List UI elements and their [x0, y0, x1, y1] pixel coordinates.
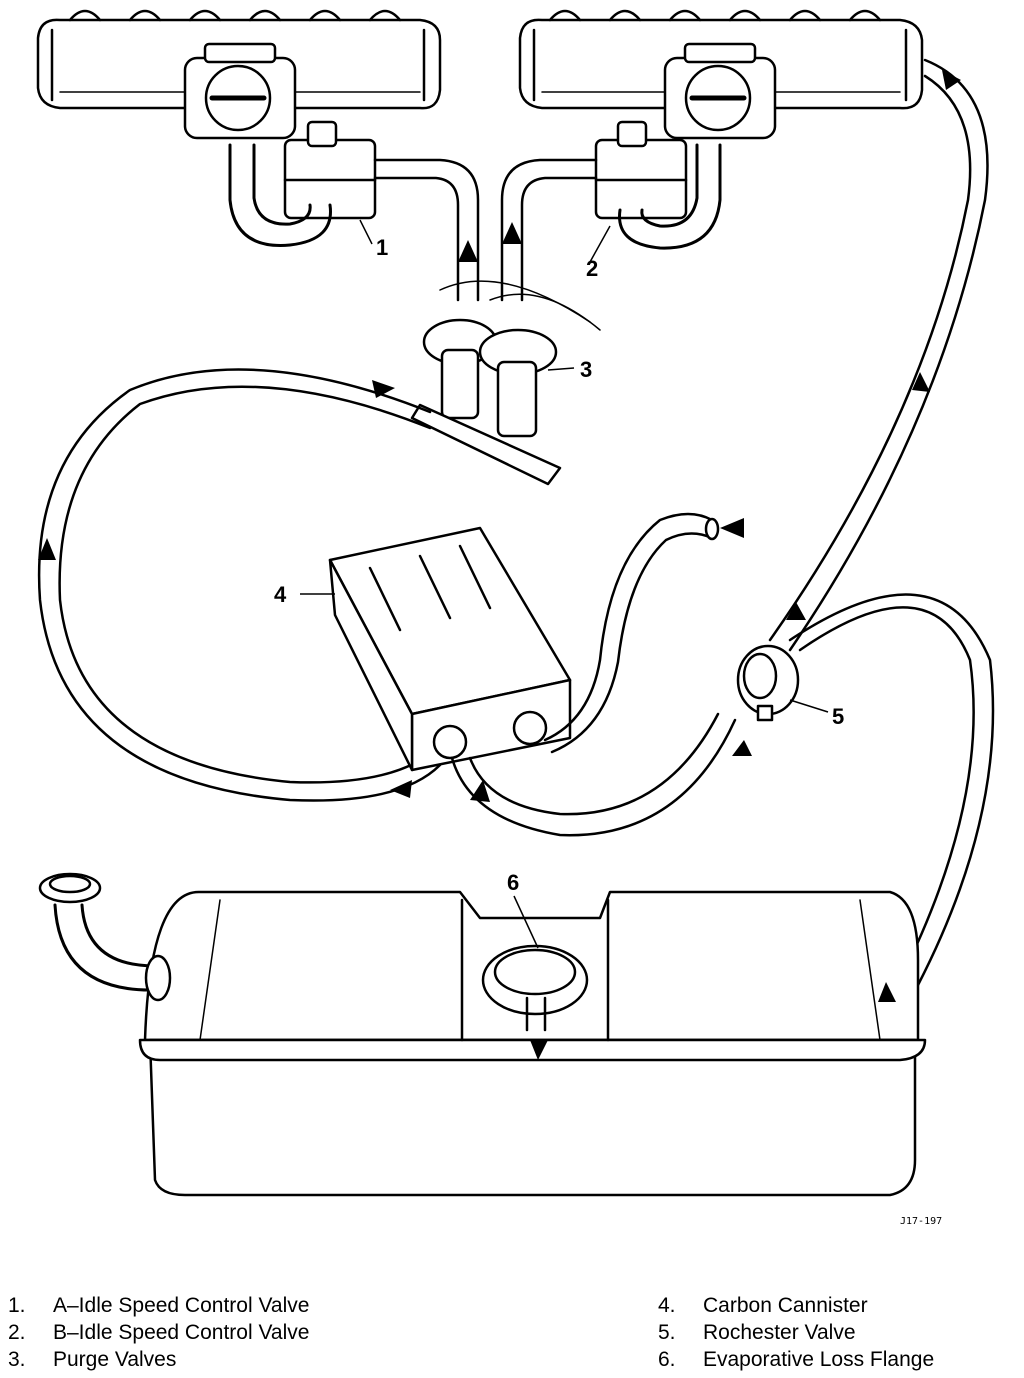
flow-arrow [458, 240, 478, 262]
flow-arrow [732, 740, 752, 756]
legend-number: 3. [8, 1348, 26, 1371]
legend-label: Rochester Valve [703, 1321, 856, 1344]
legend-label: Evaporative Loss Flange [703, 1348, 935, 1371]
legend-number: 4. [658, 1294, 676, 1317]
legend-number: 6. [658, 1348, 676, 1371]
left-throttle-body [183, 42, 297, 140]
evaporative-loss-flange [481, 944, 589, 1032]
callout-6: 6 [507, 870, 519, 895]
leader-lines [300, 219, 829, 949]
flow-arrows [38, 70, 961, 1060]
legend-label: B–Idle Speed Control Valve [53, 1321, 310, 1344]
flow-arrow [878, 982, 896, 1002]
purge-to-canister-hose [37, 368, 442, 802]
legend-label: Purge Valves [53, 1348, 177, 1371]
callout-1: 1 [376, 235, 388, 260]
legend-item: 4. Carbon Cannister [658, 1292, 934, 1319]
legend-label: Carbon Cannister [703, 1294, 868, 1317]
legend-number: 1. [8, 1294, 26, 1317]
left-purge-hose [373, 158, 480, 302]
legend-label: A–Idle Speed Control Valve [53, 1294, 310, 1317]
right-throttle-body [663, 42, 777, 140]
flow-arrow [470, 780, 490, 802]
carbon-canister [328, 526, 572, 772]
legend-right-column: 4. Carbon Cannister 5. Rochester Valve 6. E… [658, 1292, 934, 1373]
right-purge-hose [500, 158, 598, 302]
manifold-to-rochester-hose [788, 58, 989, 652]
flow-arrow [720, 518, 744, 538]
manifold-pipe [410, 403, 562, 486]
flow-arrow [912, 372, 930, 392]
legend-item: 6. Evaporative Loss Flange [658, 1346, 934, 1373]
legend-number: 5. [658, 1321, 676, 1344]
legend-item: 5. Rochester Valve [658, 1319, 934, 1346]
legend-number: 2. [8, 1321, 26, 1344]
canister-vent-hose [543, 512, 714, 742]
callout-4: 4 [274, 582, 287, 607]
filler-neck [38, 872, 172, 1002]
flow-arrow [372, 380, 395, 398]
legend-left-column: 1. A–Idle Speed Control Valve 2. B–Idle Sp… [8, 1292, 309, 1373]
legend-item: 2. B–Idle Speed Control Valve [8, 1319, 309, 1346]
evap-system-diagram: 1 2 3 4 5 6 J17-197 [36, 9, 995, 1227]
flow-arrow [390, 780, 412, 798]
figure-reference-code: J17-197 [900, 1216, 942, 1227]
callout-5: 5 [832, 704, 844, 729]
rochester-valve [736, 644, 800, 722]
legend-item: 3. Purge Valves [8, 1346, 309, 1373]
legend-item: 1. A–Idle Speed Control Valve [8, 1292, 309, 1319]
flow-arrow [38, 538, 56, 560]
right-idle-loop-hose [618, 143, 722, 250]
flow-arrow [786, 602, 806, 620]
b-idle-speed-control-valve [594, 120, 688, 220]
flow-arrow [942, 70, 961, 90]
callout-2: 2 [586, 256, 598, 281]
purge-valves [422, 280, 601, 438]
flow-arrow [502, 222, 522, 244]
callout-3: 3 [580, 357, 592, 382]
flow-arrow [530, 1040, 548, 1060]
left-idle-loop-hose [228, 143, 332, 247]
